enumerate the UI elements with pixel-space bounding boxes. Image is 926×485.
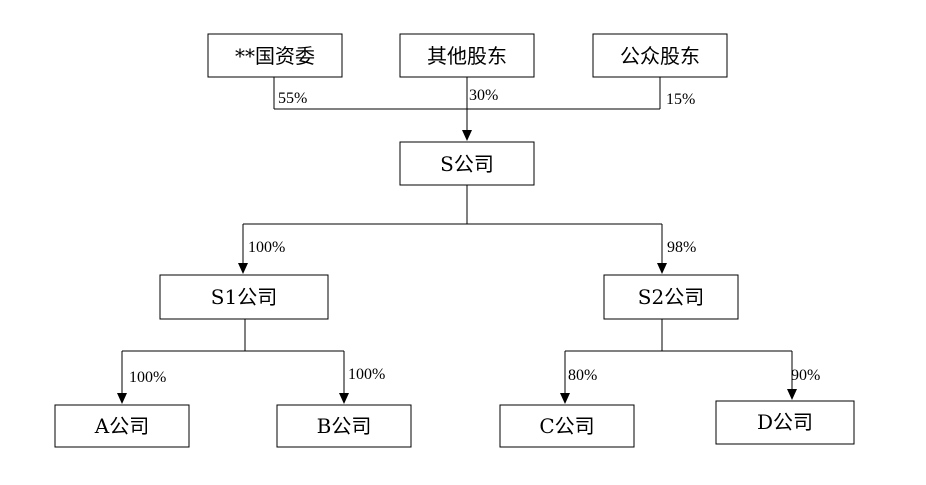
node-c-company-label: C公司 xyxy=(539,414,594,438)
node-a-company: A公司 xyxy=(54,404,190,448)
node-public-shareholders: 公众股东 xyxy=(592,33,728,78)
node-b-company-label: B公司 xyxy=(317,414,372,438)
pct-public-to-s: 15% xyxy=(666,91,695,108)
pct-s1-to-b: 100% xyxy=(348,366,385,383)
node-s2-company: S2公司 xyxy=(603,274,739,320)
pct-sasac-to-s: 55% xyxy=(278,90,307,107)
connector-shareholders-to-s xyxy=(273,77,661,141)
node-b-company: B公司 xyxy=(276,404,412,448)
connector-s-to-subsidiaries xyxy=(238,185,667,274)
node-other-shareholders: 其他股东 xyxy=(399,33,535,78)
node-d-company-label: D公司 xyxy=(757,410,813,434)
pct-s2-to-d: 90% xyxy=(791,367,820,384)
node-s-company-label: S公司 xyxy=(440,152,494,176)
node-c-company: C公司 xyxy=(499,404,635,448)
node-d-company: D公司 xyxy=(715,400,855,445)
node-a-company-label: A公司 xyxy=(94,414,149,438)
pct-s1-to-a: 100% xyxy=(129,369,166,386)
node-s1-company: S1公司 xyxy=(159,274,329,320)
node-other-shareholders-label: 其他股东 xyxy=(427,44,507,68)
connector-s2-to-c-d xyxy=(560,319,797,404)
pct-s2-to-c: 80% xyxy=(568,367,597,384)
node-s2-company-label: S2公司 xyxy=(638,285,704,309)
node-s-company: S公司 xyxy=(399,141,535,186)
node-public-shareholders-label: 公众股东 xyxy=(620,44,700,68)
pct-s-to-s2: 98% xyxy=(667,239,696,256)
pct-other-to-s: 30% xyxy=(469,87,498,104)
node-s1-company-label: S1公司 xyxy=(211,285,277,309)
node-sasac: **国资委 xyxy=(207,33,343,78)
pct-s-to-s1: 100% xyxy=(248,239,285,256)
node-sasac-label: **国资委 xyxy=(235,44,315,68)
connector-s1-to-a-b xyxy=(117,319,349,404)
